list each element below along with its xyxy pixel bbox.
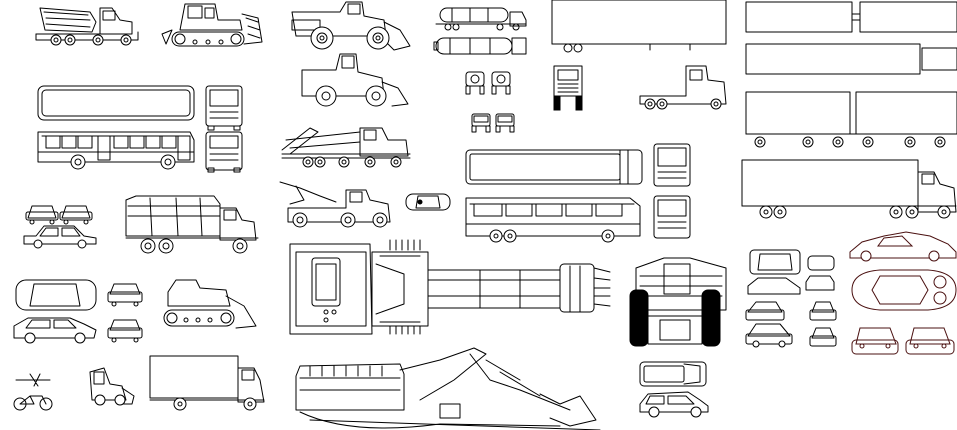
porsche-plan-and-views [849,231,957,355]
motorcycle-and-bicycle [13,373,53,411]
hydraulic-excavator-plan [289,239,611,335]
excavator-shovel-side [295,347,601,430]
crawler-dozer-side [161,3,263,47]
coach-bus-rear [653,195,691,239]
semi-trailer-plan [745,1,957,75]
coach-bus-side [465,197,641,243]
semi-tractor-side [639,65,727,110]
sports-car-plan [405,193,451,211]
double-trailer-side [745,91,957,148]
station-wagon-plan [639,361,707,387]
coach-bus-front [653,143,691,187]
sports-cars-collection [745,249,837,348]
coach-bus-plan [465,149,643,185]
car-carrier-truck-side [281,127,411,168]
box-truck-trailer-side [741,159,957,219]
cement-mixer-truck-side [35,7,139,46]
trailer-box-side [551,0,727,53]
crawler-dozer-front [163,279,257,329]
army-cargo-truck-side [125,195,259,254]
mining-dump-truck-front [629,257,727,347]
semi-tractor-front [553,65,583,111]
skid-steer-loader [89,367,135,406]
tow-truck-side [279,181,391,228]
tanker-truck-side [433,7,527,55]
station-wagon-side [639,391,709,418]
city-bus-side [37,131,195,170]
city-bus-rear [205,131,243,173]
city-bus-front [205,85,243,131]
car-front-views [107,283,143,343]
forklift-icons-front [465,71,515,133]
sedan-side [23,225,97,249]
box-truck-side [149,355,265,411]
city-bus-plan [37,85,195,121]
sedan-plan [13,279,97,344]
compact-car-fronts [25,205,93,225]
wheel-loader-side [291,1,411,51]
wheel-loader-side-small [301,53,409,107]
